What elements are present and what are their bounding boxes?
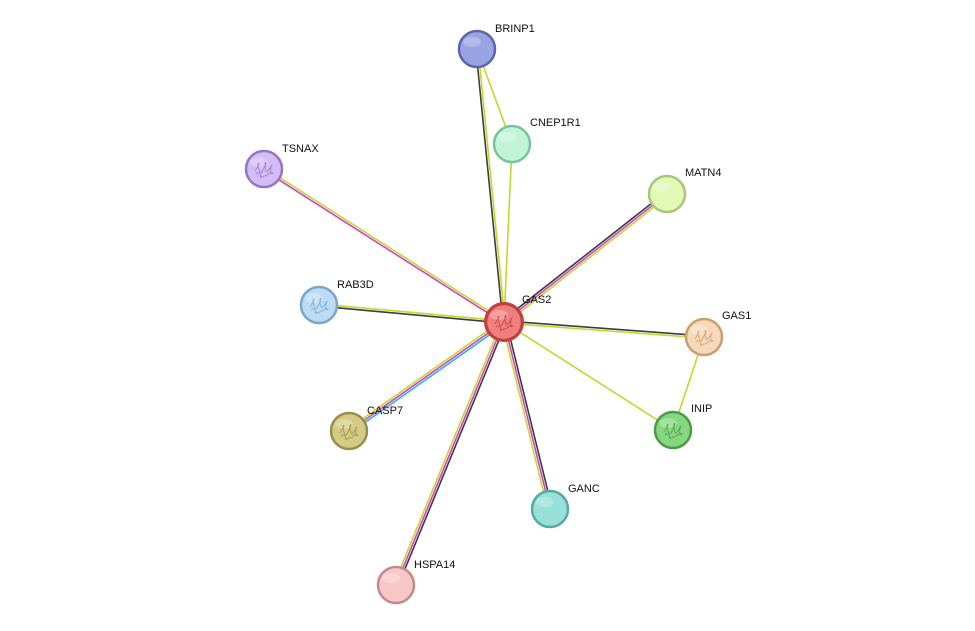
query-node-ring [484,302,524,342]
edge-evidence-coexpression [318,305,504,324]
node-label: HSPA14 [414,559,455,571]
edge-evidence-textmining [503,322,704,339]
edge-evidence-experiments [348,321,505,432]
node-highlight [690,325,708,335]
protein-structure-icon [339,423,359,440]
node-circle [647,174,687,214]
edge-evidence-textmining [319,303,505,322]
node-circle [530,489,570,529]
node-label: GANC [568,483,600,495]
edge-gas2-rab3d[interactable] [318,303,505,324]
edge-gas2-brinp1[interactable] [475,48,506,323]
node-rab3d[interactable]: RAB3D [299,279,374,325]
edge-gas2-matn4[interactable] [502,191,669,325]
node-highlight [250,157,268,167]
node-highlight [335,419,353,429]
node-label: TSNAX [282,143,319,155]
node-circle [684,317,724,357]
network-edges [262,48,705,587]
edge-gas2-inip[interactable] [503,321,674,431]
node-highlight [498,132,516,142]
node-highlight [659,418,677,428]
edge-evidence-experiments [503,193,668,323]
node-label: GAS2 [522,294,551,306]
edge-gas2-hspa14[interactable] [393,320,507,587]
node-highlight [536,497,554,507]
edge-evidence-textmining [504,195,669,325]
edge-gas2-casp7[interactable] [347,319,506,434]
node-gas1[interactable]: GAS1 [684,310,751,357]
node-label: CASP7 [367,405,403,417]
node-inip[interactable]: INIP [653,403,712,450]
node-circle [484,302,524,342]
edge-evidence-experiments [262,169,504,324]
edge-gas2-cnep1r1[interactable] [503,143,513,323]
edge-evidence-textmining [264,167,506,322]
protein-structure-icon [694,329,714,346]
node-circle [653,410,693,450]
node-circle [492,124,532,164]
node-brinp1[interactable]: BRINP1 [457,23,535,69]
edge-evidence-textmining [347,319,504,430]
node-highlight [463,37,481,47]
node-circle [376,565,416,605]
node-label: MATN4 [685,167,721,179]
edge-evidence-textmining [503,321,674,431]
node-circle [457,29,497,69]
node-highlight [653,182,671,192]
edge-evidence-databases [349,323,506,434]
edge-evidence-textmining [501,322,549,510]
node-circle [244,149,284,189]
edge-evidence-coexpression [504,320,705,337]
edge-evidence-coexpression [397,322,507,587]
edge-evidence-coexpression [502,191,667,321]
node-cnep1r1[interactable]: CNEP1R1 [492,117,581,164]
node-label: RAB3D [337,279,374,291]
edge-evidence-coexpression [505,321,553,509]
node-circle [329,411,369,451]
node-tsnax[interactable]: TSNAX [244,143,319,189]
node-gas2[interactable]: GAS2 [484,294,552,342]
node-ganc[interactable]: GANC [530,483,600,529]
edge-evidence-experiments [395,321,505,586]
edge-evidence-experiments [503,321,551,510]
node-highlight [305,293,323,303]
edge-gas2-gas1[interactable] [503,320,705,339]
edge-evidence-textmining [503,143,513,323]
node-label: CNEP1R1 [530,117,581,129]
edge-evidence-coexpression [475,49,504,323]
node-matn4[interactable]: MATN4 [647,167,721,214]
edge-gas2-ganc[interactable] [501,321,553,510]
protein-structure-icon [494,314,514,331]
protein-structure-icon [309,297,329,314]
node-hspa14[interactable]: HSPA14 [376,559,455,605]
node-label: BRINP1 [495,23,535,35]
edge-evidence-textmining [477,48,506,322]
protein-structure-icon [254,161,274,178]
edge-gas2-tsnax[interactable] [262,167,506,324]
node-casp7[interactable]: CASP7 [329,405,403,451]
node-label: GAS1 [722,310,751,322]
edge-evidence-textmining [393,320,503,585]
node-label: INIP [691,403,712,415]
node-highlight [382,573,400,583]
node-circle [299,285,339,325]
protein-structure-icon [663,422,683,439]
node-highlight [490,310,508,320]
